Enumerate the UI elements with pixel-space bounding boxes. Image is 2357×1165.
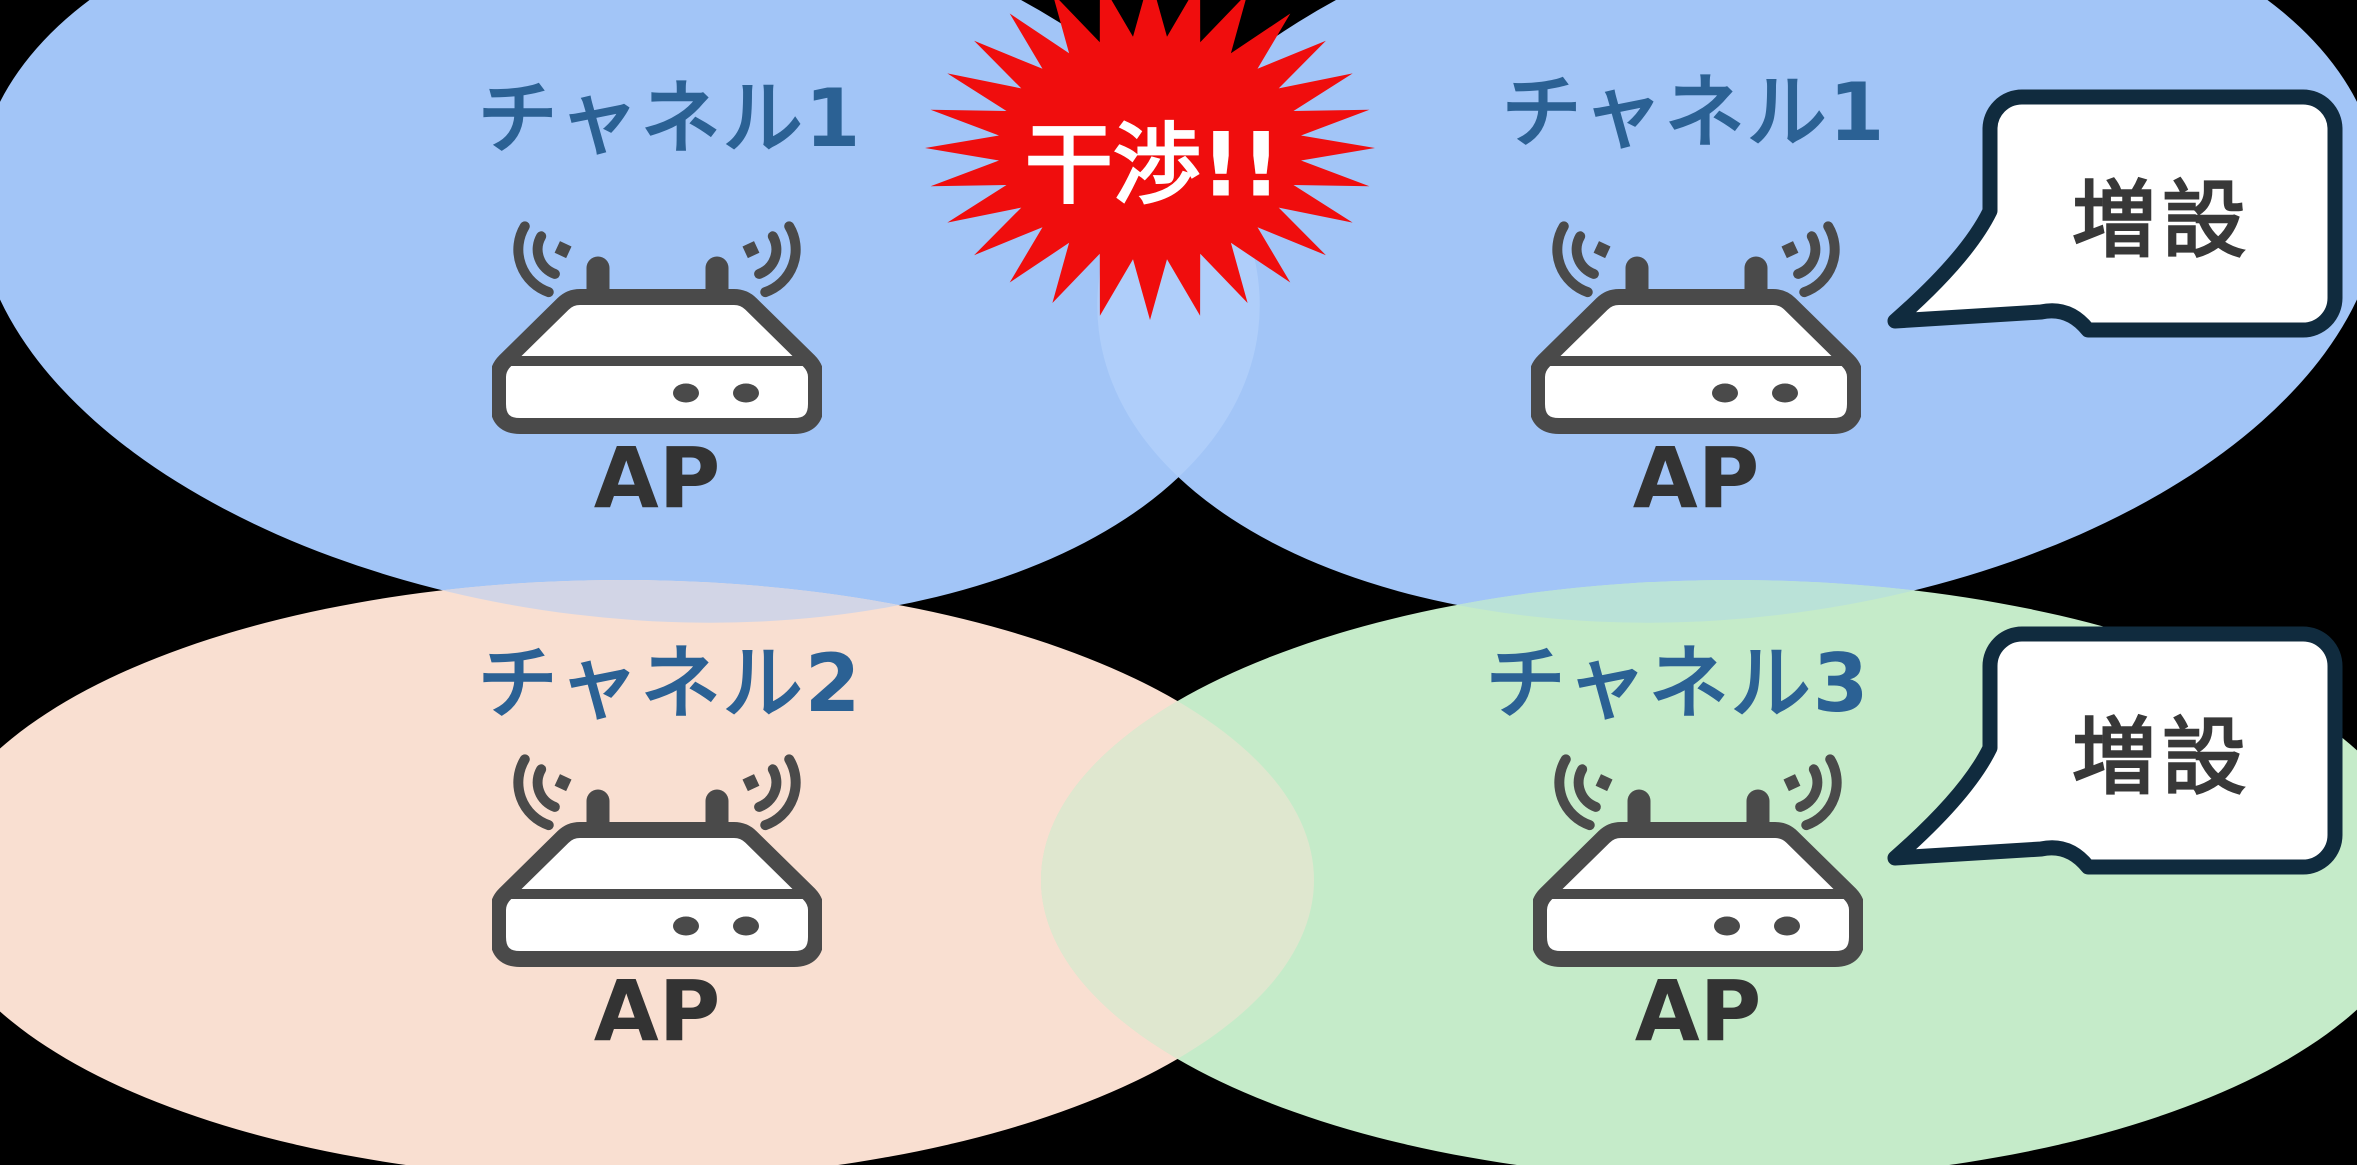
- access-point-icon: [1531, 221, 1861, 434]
- wifi-waves-right-icon: [1781, 221, 1840, 298]
- wifi-waves-right-icon: [742, 754, 801, 831]
- ap-label: AP: [593, 429, 721, 527]
- access-point-bottom-left: AP: [492, 747, 822, 1057]
- wifi-waves-left-icon: [513, 754, 572, 831]
- ap-label: AP: [593, 962, 721, 1060]
- wifi-waves-right-icon: [742, 221, 801, 298]
- callout-bubble-bottom: [1887, 626, 2343, 875]
- ap-label: AP: [1632, 429, 1760, 527]
- wifi-waves-left-icon: [1552, 221, 1611, 298]
- router-led: [673, 916, 699, 936]
- wifi-waves-left-icon: [513, 221, 572, 298]
- access-point-icon: [492, 221, 822, 434]
- router-led: [733, 383, 759, 403]
- ap-label: AP: [1634, 962, 1762, 1060]
- router-led: [733, 916, 759, 936]
- router-led: [673, 383, 699, 403]
- router-led: [1774, 916, 1800, 936]
- coverage-ellipse-channel1-left: [0, 0, 1260, 623]
- wifi-waves-right-icon: [1783, 754, 1842, 831]
- router-device: [492, 256, 822, 434]
- wifi-waves-left-icon: [1554, 754, 1613, 831]
- callout-bubble-top: [1887, 89, 2343, 338]
- access-point-top-right: AP: [1531, 214, 1861, 524]
- router-led: [1714, 916, 1740, 936]
- access-point-top-left: AP: [492, 214, 822, 524]
- router-led: [1772, 383, 1798, 403]
- interference-burst: [925, 0, 1375, 320]
- router-device: [492, 789, 822, 967]
- coverage-ellipse-channel1-right: [1097, 0, 2357, 623]
- access-point-icon: [492, 754, 822, 967]
- router-device: [1531, 256, 1861, 434]
- router-device: [1533, 789, 1863, 967]
- access-point-bottom-right: AP: [1533, 747, 1863, 1057]
- access-point-icon: [1533, 754, 1863, 967]
- router-led: [1712, 383, 1738, 403]
